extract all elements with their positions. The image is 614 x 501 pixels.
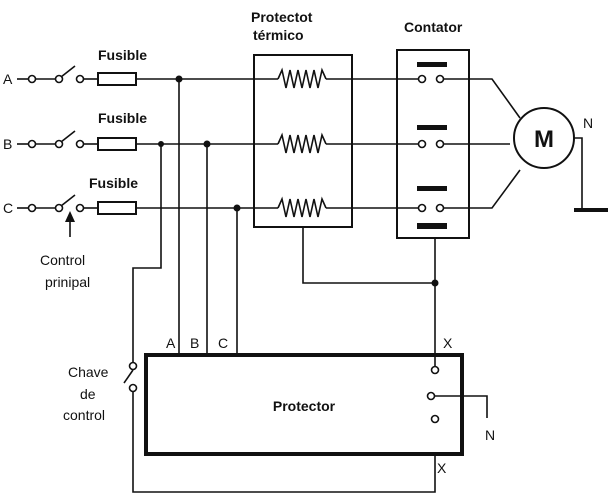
control-switch-feed xyxy=(132,144,162,362)
protector-x-bottom: X xyxy=(437,460,447,476)
control-switch-label-line3: control xyxy=(63,407,105,423)
protector-input-b: B xyxy=(190,335,199,351)
motor-neutral-label: N xyxy=(583,115,593,131)
control-switch-label-line1: Chave xyxy=(68,364,109,380)
thermal-protector-label-line1: Protectot xyxy=(251,9,313,25)
thermal-protector-label-line2: térmico xyxy=(253,27,304,43)
control-principal-arrow xyxy=(65,211,75,237)
protector-terminals xyxy=(426,365,440,424)
phase-a-label: A xyxy=(3,71,13,87)
line-b xyxy=(17,130,278,151)
contactor-contacts xyxy=(417,62,447,229)
control-principal-label-line2: prinipal xyxy=(45,274,90,290)
thermal-to-contactor-wire xyxy=(302,227,435,284)
fuse-a xyxy=(97,72,137,86)
control-switch xyxy=(123,361,436,493)
contactor-coil xyxy=(417,223,447,229)
fuse-c xyxy=(97,201,137,215)
fuse-a-label: Fusible xyxy=(98,47,147,63)
fuse-c-label: Fusible xyxy=(89,175,138,191)
protector-input-c: C xyxy=(218,335,228,351)
protector-neutral-label: N xyxy=(485,427,495,443)
phase-b-label: B xyxy=(3,136,12,152)
protector-label: Protector xyxy=(273,398,336,414)
control-switch-label-line2: de xyxy=(80,386,96,402)
thermal-coils xyxy=(277,67,327,218)
switch-blade-b xyxy=(60,130,76,143)
contactor-label: Contator xyxy=(404,19,463,35)
line-c xyxy=(17,194,278,215)
ground-symbol xyxy=(574,137,608,212)
protector-input-a: A xyxy=(166,335,176,351)
motor-label: M xyxy=(534,126,554,153)
protector-neutral-wire xyxy=(435,395,488,418)
line-a xyxy=(17,65,278,86)
switch-blade-c xyxy=(60,194,76,207)
protector-box xyxy=(144,353,464,456)
fuse-b xyxy=(97,137,137,151)
switch-blade-a xyxy=(60,65,76,78)
control-principal-label-line1: Control xyxy=(40,252,85,268)
phase-c-label: C xyxy=(3,200,13,216)
protector-x-top: X xyxy=(443,335,453,351)
fuse-b-label: Fusible xyxy=(98,110,147,126)
